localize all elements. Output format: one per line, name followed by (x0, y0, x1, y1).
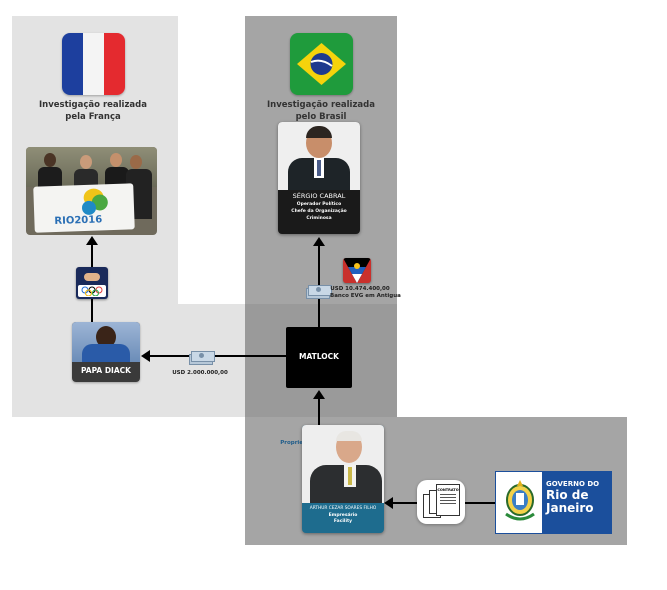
arthur-name: ARTHUR CEZAR SOARES FILHO (309, 506, 377, 511)
brazil-flag-icon (290, 33, 353, 95)
contract-icon: CONTRATO (417, 480, 465, 524)
rj-coat-of-arms-icon (500, 478, 540, 526)
transfer-diack-amount: USD 2.000.000,00 (172, 370, 228, 376)
arrow-matlock-to-cabral-head-icon (313, 237, 325, 246)
matlock-name: MATLOCK (298, 352, 339, 361)
brasil-title: Investigação realizada pelo Brasil (258, 99, 384, 123)
arrow-governo-to-arthur-head-icon (384, 497, 393, 509)
france-title-line2: pela França (65, 112, 121, 122)
arthur-role1: Empresário (328, 513, 358, 518)
transfer-cabral-amount: USD 10.474.400,00 (330, 286, 390, 292)
proprietario-label: Proprietário (280, 440, 318, 446)
arrow-matlock-to-diack-line (148, 355, 286, 357)
brasil-title-line2: pelo Brasil (295, 112, 347, 122)
contract-label: CONTRATO (437, 488, 459, 492)
rio2016-photo: RIO2016 (26, 147, 157, 235)
france-region-white-cut (178, 16, 245, 304)
papa-diack-card: PAPA DIACK (72, 322, 140, 382)
rio2016-flag-text: RIO2016 (54, 214, 103, 228)
transfer-cabral: USD 10.474.400,00 Banco EVG em Antigua (330, 286, 401, 300)
olympic-handshake-icon (76, 267, 108, 299)
governo-line2: Rio de (546, 488, 589, 502)
france-flag-icon (62, 33, 125, 95)
sergio-cabral-name: SÉRGIO CABRAL (292, 192, 346, 200)
brasil-title-line1: Investigação realizada (267, 100, 375, 110)
governo-line3: Janeiro (546, 501, 594, 515)
transfer-cabral-bank: Banco EVG em Antigua (330, 293, 401, 299)
france-title-line1: Investigação realizada (39, 100, 147, 110)
arrow-diack-to-photo-head-icon (86, 236, 98, 245)
rio2016-flag: RIO2016 (33, 183, 135, 233)
matlock-box: MATLOCK (286, 327, 352, 388)
antigua-flag-icon (343, 258, 371, 283)
sergio-cabral-role2: Chefe da Organização Criminosa (291, 209, 347, 221)
arthur-role2: Facility (333, 519, 353, 524)
governo-rj-logo: GOVERNO DO Rio de Janeiro (495, 471, 612, 534)
arrow-arthur-to-matlock-head-icon (313, 390, 325, 399)
sergio-cabral-role1: Operador Político (296, 202, 342, 207)
money-icon-diack (189, 348, 215, 365)
arthur-card: ARTHUR CEZAR SOARES FILHO Empresário Fac… (302, 425, 384, 533)
arrow-matlock-to-diack-head-icon (141, 350, 150, 362)
france-title: Investigação realizada pela França (30, 99, 156, 123)
sergio-cabral-plate: SÉRGIO CABRAL Operador Político Chefe da… (278, 192, 360, 222)
papa-diack-name: PAPA DIACK (81, 366, 131, 375)
sergio-cabral-card: SÉRGIO CABRAL Operador Político Chefe da… (278, 122, 360, 234)
money-icon-cabral (306, 282, 332, 299)
governo-line1: GOVERNO DO (546, 480, 600, 488)
arthur-plate: ARTHUR CEZAR SOARES FILHO Empresário Fac… (302, 505, 384, 525)
